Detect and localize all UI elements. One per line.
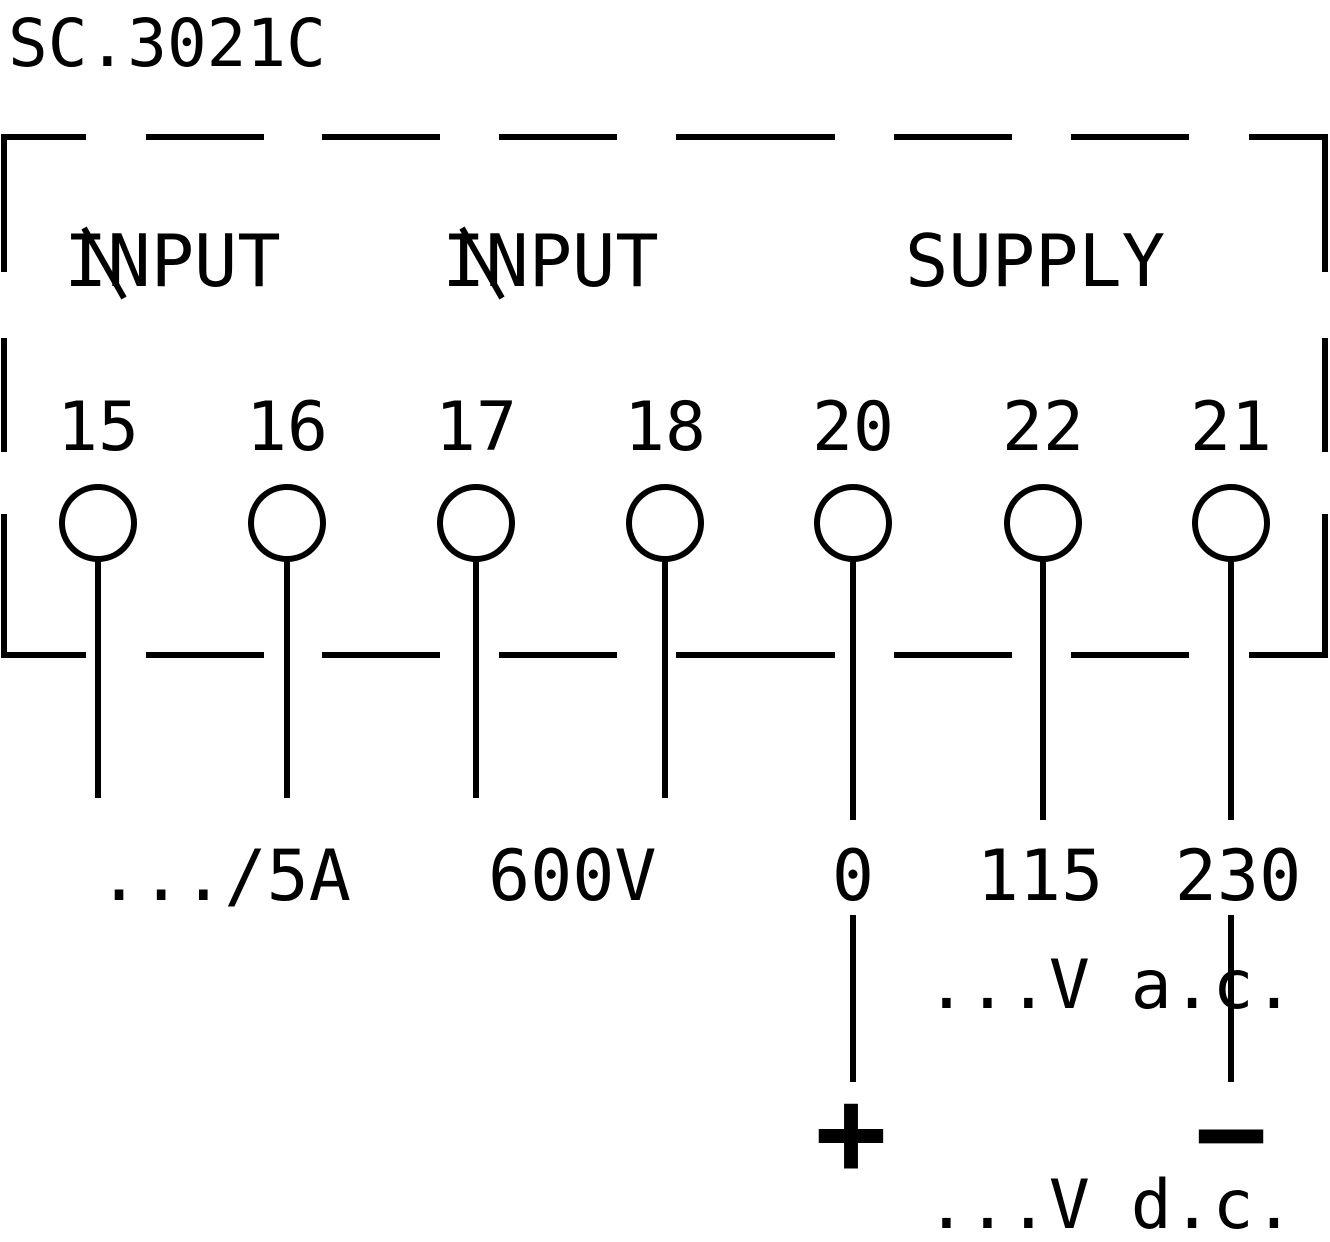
terminal-circles	[59, 484, 1270, 562]
terminal-circle-22	[1004, 484, 1082, 562]
terminal-number-21: 21	[1190, 388, 1272, 467]
model-title: SC.3021C	[8, 5, 326, 82]
terminal-circle-17	[437, 484, 515, 562]
terminal-number-16: 16	[246, 388, 328, 467]
supply-115: 115	[977, 835, 1103, 917]
minus-sign: −	[1195, 1064, 1267, 1203]
plus-sign: +	[815, 1064, 887, 1203]
terminal-leads	[95, 561, 1234, 820]
terminal-number-20: 20	[812, 388, 894, 467]
terminal-number-17: 17	[435, 388, 517, 467]
terminal-circle-18	[626, 484, 704, 562]
terminal-circle-21	[1192, 484, 1270, 562]
input-current-header: INPUT	[64, 219, 281, 303]
voltage-rating: 600V	[488, 835, 657, 917]
terminal-circle-20	[814, 484, 892, 562]
input-voltage-header: INPUT	[442, 219, 659, 303]
terminal-circle-15	[59, 484, 137, 562]
header-slash	[459, 226, 505, 300]
supply-230: 230	[1175, 835, 1301, 917]
supply-ac-label: ...V a.c.	[926, 946, 1294, 1025]
current-rating: .../5A	[98, 835, 351, 917]
terminal-number-18: 18	[624, 388, 706, 467]
supply-header: SUPPLY	[905, 219, 1165, 303]
header-slash	[81, 226, 127, 300]
supply-dc-label: ...V d.c.	[926, 1166, 1294, 1242]
enclosure-box	[1, 134, 1328, 658]
supply-0: 0	[832, 835, 874, 917]
terminal-circle-16	[248, 484, 326, 562]
terminal-number-22: 22	[1002, 388, 1084, 467]
terminal-number-15: 15	[57, 388, 139, 467]
